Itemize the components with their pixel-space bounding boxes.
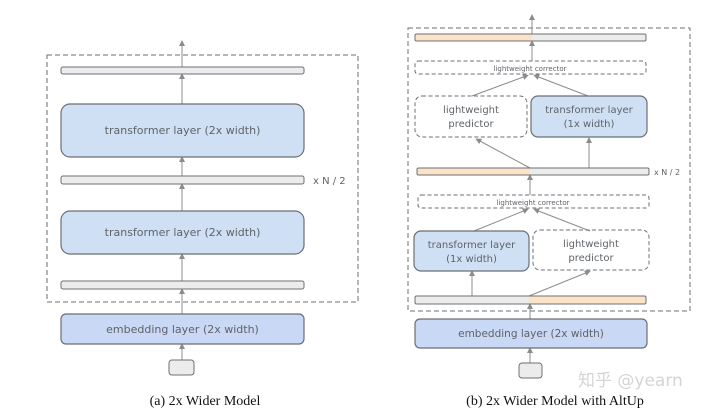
arrow <box>475 138 531 169</box>
transformer-layer-label: (1x width) <box>564 119 615 130</box>
repeat-label: x N / 2 <box>313 176 346 187</box>
lightweight-predictor-box <box>414 95 528 138</box>
embedding-layer-label: embedding layer (2x width) <box>458 328 604 340</box>
embedding-layer-label: embedding layer (2x width) <box>106 323 259 336</box>
embedding-layer-box <box>60 313 305 345</box>
transformer-layer-label: (1x width) <box>446 254 497 265</box>
lightweight-corrector-label: lightweight corrector <box>493 65 566 73</box>
transformer-layer-box <box>60 103 305 158</box>
lightweight-predictor-label: predictor <box>568 253 614 264</box>
hidden-state-bar <box>60 280 305 290</box>
transformer-layer-label: transformer layer (2x width) <box>105 226 261 239</box>
lightweight-predictor-label: predictor <box>448 119 494 130</box>
lightweight-corrector-label: lightweight corrector <box>496 199 569 207</box>
caption-right: (b) 2x Wider Model with AltUp <box>466 394 644 409</box>
lightweight-predictor-box <box>532 229 650 271</box>
transformer-layer-box <box>413 230 530 272</box>
lightweight-predictor-label: lightweight <box>563 239 619 250</box>
embedding-layer-box <box>414 318 648 349</box>
hidden-state-bar-split <box>414 295 647 305</box>
input-token <box>168 359 195 376</box>
repeat-block-boundary <box>46 54 359 303</box>
input-token <box>518 362 543 379</box>
arrow <box>473 208 529 232</box>
lightweight-predictor-label: lightweight <box>443 105 499 116</box>
hidden-state-bar-split <box>416 167 650 176</box>
arrow <box>533 208 591 232</box>
repeat-block-boundary <box>407 27 691 312</box>
transformer-layer-box <box>60 210 305 255</box>
right-diagram: lightweight corrector lightweight predic… <box>407 14 691 409</box>
transformer-layer-label: transformer layer (2x width) <box>105 124 261 137</box>
arrow <box>533 74 589 97</box>
transformer-layer-label: transformer layer <box>545 105 633 116</box>
transformer-layer-label: transformer layer <box>428 240 516 251</box>
caption-left: (a) 2x Wider Model <box>150 394 261 409</box>
hidden-state-bar <box>60 66 305 75</box>
watermark: 知乎 @yearn <box>578 371 683 391</box>
left-diagram: transformer layer (2x width) transformer… <box>46 40 359 409</box>
repeat-label: x N / 2 <box>654 168 680 177</box>
lightweight-corrector-box <box>417 194 650 209</box>
transformer-layer-box <box>530 95 648 138</box>
lightweight-corrector-box <box>414 60 647 75</box>
arrow <box>528 270 591 297</box>
hidden-state-bar-split <box>414 33 647 42</box>
arrow <box>471 74 529 97</box>
hidden-state-bar <box>60 175 305 185</box>
